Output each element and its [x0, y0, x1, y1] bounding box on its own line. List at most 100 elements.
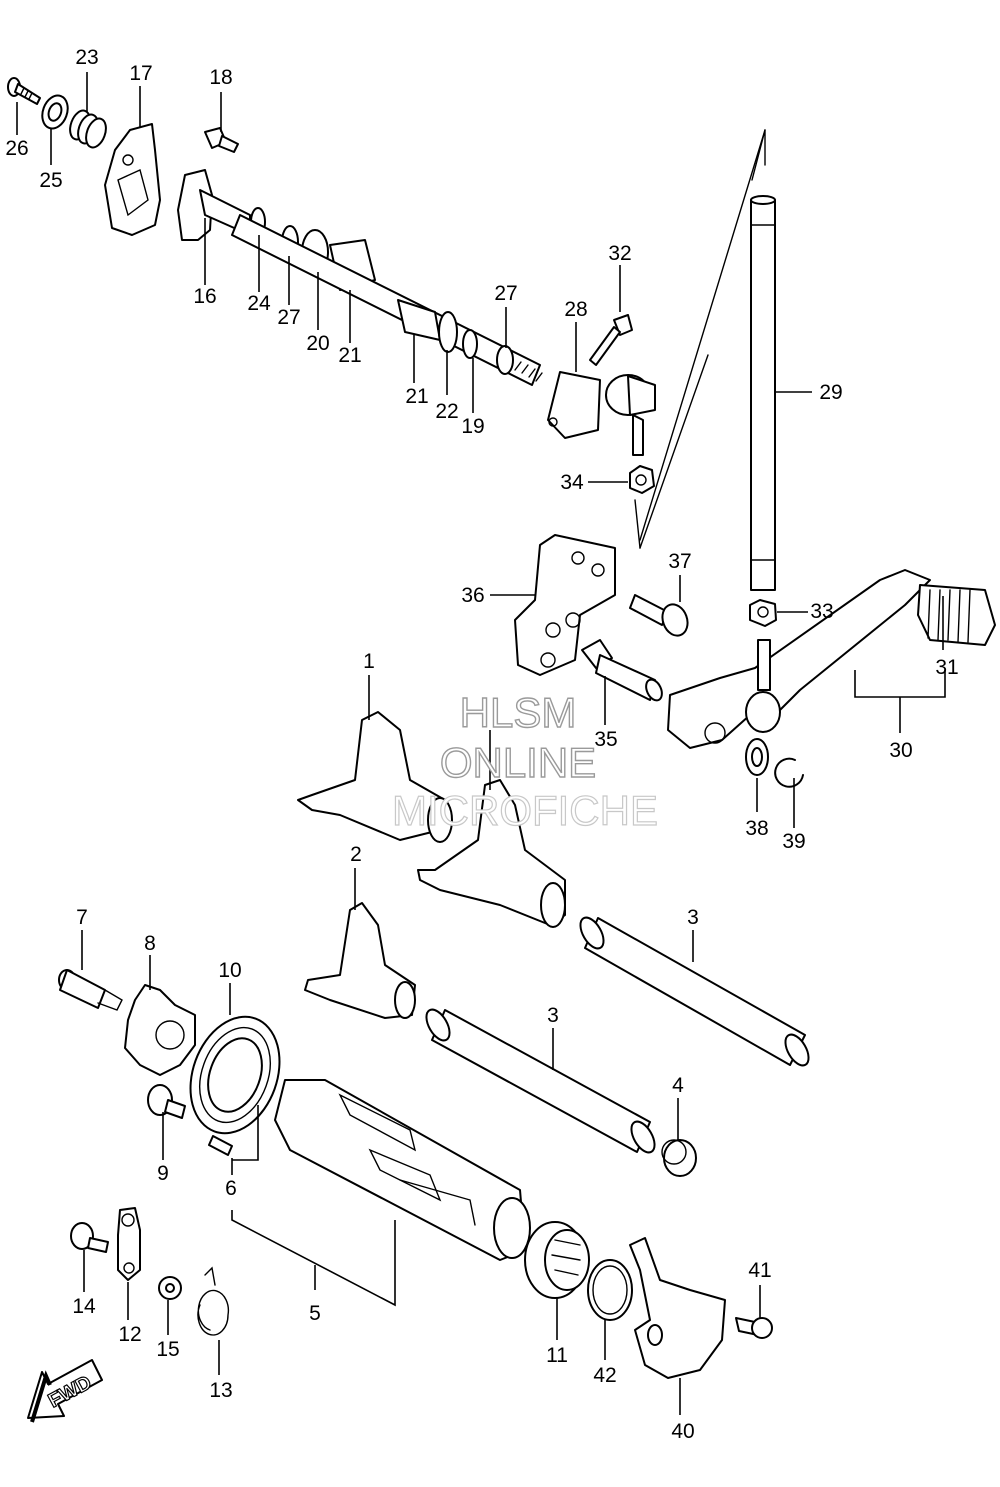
footpeg-31-drawing	[917, 584, 996, 646]
leader-lines	[16, 72, 946, 1415]
shaft-spline-drawing	[514, 361, 543, 382]
shift-fork-1a-drawing	[297, 711, 453, 843]
callout-26: 26	[5, 137, 28, 160]
callout-8: 8	[144, 932, 156, 955]
shift-shaft-assembly	[7, 77, 656, 494]
callout-28: 28	[564, 298, 587, 321]
pin-6-drawing	[208, 1135, 233, 1156]
callout-40: 40	[671, 1420, 694, 1443]
callout-16: 16	[193, 285, 216, 308]
callout-18: 18	[209, 66, 232, 89]
shift-lever-30-drawing	[667, 569, 931, 749]
bolt-41-drawing	[735, 1317, 773, 1339]
watermark-line-3: MICROFICHE	[392, 787, 658, 834]
callout-32: 32	[608, 242, 631, 265]
callout-7: 7	[76, 906, 88, 929]
callout-20: 20	[306, 332, 329, 355]
pin-7-drawing	[58, 969, 123, 1011]
callout-34: 34	[560, 471, 584, 494]
connector-line-a	[639, 129, 766, 541]
nut-34-drawing	[629, 465, 655, 494]
shift-rod-29-drawing	[750, 129, 776, 591]
callout-36: 36	[461, 584, 484, 607]
callout-27a: 27	[277, 306, 300, 329]
arm-12-drawing	[117, 1207, 141, 1281]
lever-28-drawing	[547, 371, 601, 439]
callout-38: 38	[745, 817, 768, 840]
callout-39: 39	[782, 830, 805, 853]
callout-3a: 3	[687, 906, 699, 929]
callout-19: 19	[461, 415, 484, 438]
screw-26-drawing	[7, 77, 41, 105]
plate-17-drawing	[104, 123, 161, 236]
callout-31: 31	[935, 656, 958, 679]
callout-30: 30	[889, 739, 912, 762]
watermark-line-2: ONLINE	[440, 739, 596, 786]
bolt-14-drawing	[70, 1222, 109, 1253]
bracket-36-drawing	[514, 534, 616, 676]
callout-42: 42	[593, 1364, 616, 1387]
callout-29: 29	[819, 381, 842, 404]
bushing-21b-drawing	[397, 299, 441, 341]
callout-37: 37	[668, 550, 691, 573]
shift-fork-2-drawing	[304, 902, 416, 1019]
fork-shaft-3b-drawing	[425, 1008, 656, 1154]
callout-25: 25	[39, 169, 62, 192]
fork-shaft-3a-drawing	[579, 916, 810, 1067]
shift-drum-5-drawing	[274, 1079, 531, 1261]
o-ring-42-drawing	[587, 1259, 633, 1321]
fwd-arrow-icon: FWD	[27, 1359, 103, 1423]
washer-27b-drawing	[496, 345, 514, 375]
needle-bearing-11-drawing	[524, 1221, 590, 1299]
callout-14: 14	[72, 1295, 96, 1318]
washer-19-drawing	[462, 329, 478, 359]
cam-plate-8-drawing	[124, 984, 196, 1076]
callout-27b: 27	[494, 282, 517, 305]
clip-39-drawing	[774, 757, 804, 788]
bearing-10-drawing	[189, 1015, 281, 1135]
stopper-40-drawing	[629, 1237, 726, 1379]
spring-13-drawing	[197, 1266, 230, 1336]
bolt-37-drawing	[629, 594, 689, 637]
callout-41: 41	[748, 1259, 771, 1282]
callout-22: 22	[435, 400, 458, 423]
callout-21a: 21	[338, 344, 361, 367]
callout-17: 17	[129, 62, 152, 85]
callout-24: 24	[247, 292, 271, 315]
washer-25-drawing	[41, 94, 69, 130]
pivot-bolt-35-drawing	[581, 639, 663, 702]
callout-2: 2	[350, 843, 362, 866]
callout-9: 9	[157, 1162, 169, 1185]
washer-15-drawing	[158, 1276, 182, 1300]
shift-fork-1b-drawing	[417, 779, 566, 928]
connector-line-b	[634, 499, 641, 549]
bolt-18-drawing	[204, 127, 239, 153]
washer-38-drawing	[745, 738, 769, 776]
screw-9-drawing	[147, 1084, 186, 1119]
callout-6: 6	[225, 1177, 237, 1200]
callout-5: 5	[309, 1302, 321, 1325]
callout-35: 35	[594, 728, 617, 751]
callout-15: 15	[156, 1338, 179, 1361]
nut-33-drawing	[749, 599, 777, 627]
callout-13: 13	[209, 1379, 232, 1402]
callout-33: 33	[810, 600, 833, 623]
ball-joint-drawing	[605, 374, 656, 456]
callout-23: 23	[75, 46, 98, 69]
callout-3b: 3	[547, 1004, 559, 1027]
callout-10: 10	[218, 959, 241, 982]
callout-labels: 23 17 18 26 25 16 24 27 20 21 21 22 19 2…	[5, 46, 958, 1443]
connector-line-c	[639, 354, 709, 549]
plug-4-drawing	[661, 1139, 697, 1177]
callout-4: 4	[672, 1074, 684, 1097]
bolt-32-drawing	[589, 314, 633, 366]
watermark-line-1: HLSM	[460, 689, 577, 736]
callout-21b: 21	[405, 385, 428, 408]
spring-23-drawing	[69, 109, 107, 149]
callout-12: 12	[118, 1323, 141, 1346]
callout-1: 1	[363, 650, 375, 673]
watermark: HLSM ONLINE MICROFICHE	[391, 688, 658, 834]
callout-11: 11	[546, 1344, 568, 1367]
seal-22-drawing	[438, 311, 458, 353]
